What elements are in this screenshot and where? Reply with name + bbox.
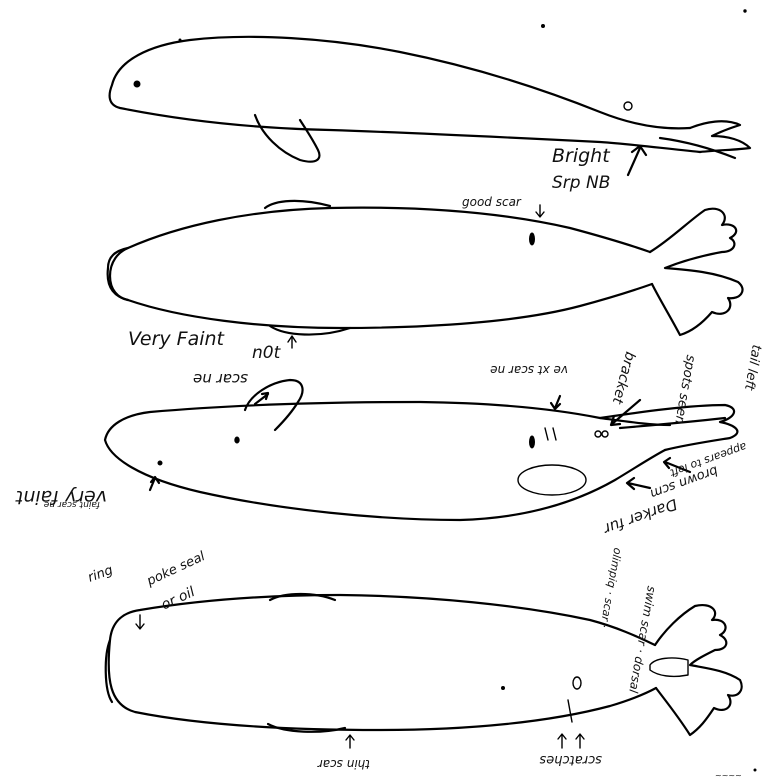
seal-tail-flippers [655,605,742,735]
label-spots: spots seen [671,354,698,426]
arrow-scratches-1 [558,734,566,748]
tail-patch [650,658,688,676]
seal-body-outline [110,37,700,152]
seal-flipper-front [255,115,319,162]
corner-mark: ~~~~ [715,771,742,780]
pale-patch [518,465,586,495]
label-good-scar: good scar [462,195,522,209]
arrow-darker-fur [627,478,650,489]
seal-lateral-view-middle [105,380,737,520]
label-lower-notes: olimpiq · scar · [597,547,624,629]
label-vertical-notes: swim scar · dorsal [626,585,659,695]
arrow-bright [628,146,646,175]
marking-circle [624,102,632,110]
tiny-dot [502,687,505,690]
arrow-good-scar [536,205,544,217]
ventral-spot [573,677,581,689]
label-very-faint: Very Faint [128,328,226,350]
spot-2 [602,431,608,437]
label-bright: Bright [552,145,611,167]
arrow-vert-scar [551,396,560,409]
label-darker-fur: Darker fur [601,495,680,538]
label-faint-small: faint scar ne [43,499,100,509]
label-poke-seal: poke seal [144,549,208,589]
seal-lateral-view-top [110,37,750,175]
label-not: n0t [252,343,282,363]
seal-rear-flippers [600,405,737,450]
arrow-scratches-2 [576,734,584,748]
label-scar-top: scar ne [193,370,248,388]
seal-dorsal-view [108,201,743,348]
whisker-dot [158,461,162,465]
label-vert-scar: ve xt scar ne [490,363,568,377]
scratch-line [568,700,572,722]
label-ring: ring [86,563,115,586]
paper-specks [179,10,756,771]
arrow-ring [136,615,144,629]
seal-rear-flippers [660,121,750,158]
scratch-marks [545,428,556,440]
seal-body-outline [109,595,656,730]
seal-body-outline [105,402,670,520]
label-tail-left: tail left [741,343,764,392]
label-strip: Srp NB [552,173,610,193]
seal-tail-flippers [650,209,743,335]
arrow-not [288,336,296,348]
label-or-oil: or oil [159,584,198,613]
label-thin-scar: thin scar [317,757,370,771]
label-bracket: bracket [609,350,638,406]
spot-1 [595,431,601,437]
seal-flipper-top [265,201,330,208]
seal-body-outline [108,208,652,328]
seal-eye [235,437,239,443]
seal-eye [134,81,140,87]
arrow-thin-scar [346,735,354,748]
scar-mark [530,233,535,245]
label-scratches: scratches [539,752,602,767]
scar-mark [530,436,535,448]
